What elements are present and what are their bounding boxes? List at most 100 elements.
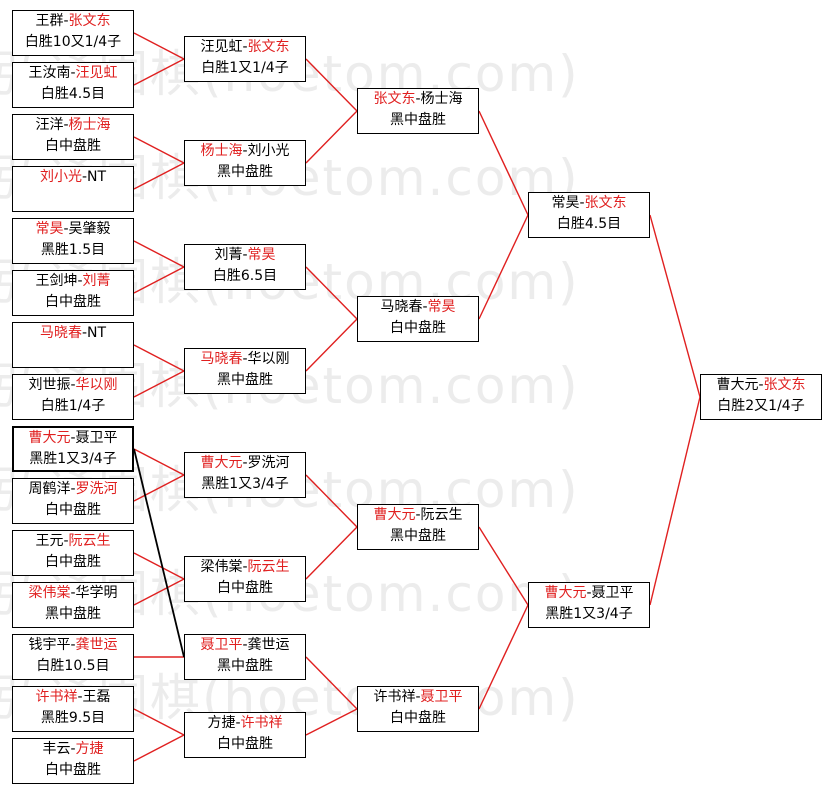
player-2: 张文东 (763, 377, 806, 393)
connector-line (133, 370, 185, 398)
connector-line (133, 162, 185, 190)
match-box: 许书祥-聂卫平 白中盘胜 (357, 686, 479, 732)
connector-line (133, 448, 185, 476)
match-result: 白胜10又1/4子 (24, 34, 122, 50)
player-2: 华以刚 (247, 351, 290, 367)
match-result: 黑中盘胜 (390, 112, 446, 128)
player-1: 汪洋 (35, 117, 64, 133)
player-1: 马晓春 (200, 351, 243, 367)
match-players: 常昊-吴肇毅 (35, 221, 111, 237)
match-players: 马晓春-NT (39, 325, 107, 341)
connector-line (133, 708, 185, 736)
player-2: 阮云生 (247, 559, 290, 575)
match-box: 刘小光-NT (12, 166, 134, 212)
match-players: 梁伟棠-华学明 (28, 585, 118, 601)
player-2: 聂卫平 (75, 430, 118, 446)
player-2: NT (87, 325, 107, 341)
match-players: 聂卫平-龚世运 (200, 637, 290, 653)
match-box: 马晓春-NT (12, 322, 134, 368)
connector-line (133, 58, 185, 86)
player-1: 周鹤洋 (28, 481, 71, 497)
player-1: 王汝南 (28, 65, 71, 81)
match-box: 聂卫平-龚世运 黑中盘胜 (184, 634, 306, 680)
match-players: 许书祥-王磊 (35, 689, 111, 705)
player-2: 罗洗河 (247, 455, 290, 471)
match-box: 王剑坤-刘菁 白中盘胜 (12, 270, 134, 316)
match-result: 白胜6.5目 (212, 268, 278, 284)
match-box: 常昊-张文东 白胜4.5目 (528, 192, 650, 238)
match-box: 马晓春-常昊 白中盘胜 (357, 296, 479, 342)
player-2: NT (87, 169, 107, 185)
player-2: 杨士海 (68, 117, 111, 133)
match-result: 黑胜1又3/4子 (201, 476, 289, 492)
player-2: 许书祥 (240, 715, 283, 731)
connector-line (133, 578, 185, 606)
player-1: 王剑坤 (35, 273, 78, 289)
player-1: 王群 (35, 13, 64, 29)
connector-line (133, 552, 185, 580)
match-players: 刘世振-华以刚 (28, 377, 118, 393)
match-box: 杨士海-刘小光 黑中盘胜 (184, 140, 306, 186)
match-result: 白中盘胜 (217, 736, 273, 752)
connector-line (305, 474, 358, 528)
player-1: 曹大元 (544, 585, 587, 601)
match-box: 曹大元-聂卫平 黑胜1又3/4子 (528, 582, 650, 628)
player-2: 聂卫平 (420, 689, 463, 705)
match-box: 曹大元-罗洗河 黑胜1又3/4子 (184, 452, 306, 498)
match-box: 曹大元-张文东 白胜2又1/4子 (700, 374, 822, 420)
match-players: 曹大元-聂卫平 (544, 585, 634, 601)
match-players: 汪洋-杨士海 (35, 117, 111, 133)
player-1: 梁伟棠 (200, 559, 243, 575)
match-box: 钱宇平-龚世运 白胜10.5目 (12, 634, 134, 680)
match-box: 刘菁-常昊 白胜6.5目 (184, 244, 306, 290)
player-2: 聂卫平 (591, 585, 634, 601)
player-1: 曹大元 (373, 507, 416, 523)
player-1: 汪见虹 (200, 39, 243, 55)
match-result: 白中盘胜 (45, 762, 101, 778)
player-2: 常昊 (427, 299, 456, 315)
match-result: 白胜4.5目 (40, 86, 106, 102)
match-result: 黑胜9.5目 (40, 710, 106, 726)
match-box: 曹大元-阮云生 黑中盘胜 (357, 504, 479, 550)
match-players: 丰云-方捷 (42, 741, 104, 757)
player-2: 张文东 (68, 13, 111, 29)
player-1: 刘世振 (28, 377, 71, 393)
connector-line (133, 734, 185, 762)
match-result: 黑中盘胜 (217, 372, 273, 388)
player-2: 阮云生 (68, 533, 111, 549)
connector-line (133, 266, 185, 294)
player-1: 常昊 (35, 221, 64, 237)
connector-line (133, 448, 185, 658)
match-players: 方捷-许书祥 (207, 715, 283, 731)
connector-line (305, 708, 358, 736)
player-1: 刘菁 (214, 247, 243, 263)
match-box: 马晓春-华以刚 黑中盘胜 (184, 348, 306, 394)
match-result: 白胜4.5目 (556, 216, 622, 232)
player-1: 张文东 (373, 91, 416, 107)
match-players: 曹大元-聂卫平 (28, 430, 118, 446)
player-2: 王磊 (82, 689, 111, 705)
player-1: 许书祥 (373, 689, 416, 705)
match-players: 王剑坤-刘菁 (35, 273, 111, 289)
player-2: 阮云生 (420, 507, 463, 523)
player-2: 刘菁 (82, 273, 111, 289)
player-2: 刘小光 (247, 143, 290, 159)
player-2: 龚世运 (247, 637, 290, 653)
match-result: 白胜1/4子 (40, 398, 106, 414)
match-result: 白中盘胜 (45, 138, 101, 154)
player-1: 梁伟棠 (28, 585, 71, 601)
connector-line (649, 396, 701, 606)
match-players: 常昊-张文东 (551, 195, 627, 211)
connector-line (133, 240, 185, 268)
player-1: 钱宇平 (28, 637, 71, 653)
match-result: 黑胜1.5目 (40, 242, 106, 258)
match-box: 梁伟棠-阮云生 白中盘胜 (184, 556, 306, 602)
match-box: 汪洋-杨士海 白中盘胜 (12, 114, 134, 160)
connector-line (649, 214, 701, 398)
match-result: 黑中盘胜 (217, 658, 273, 674)
match-result: 白中盘胜 (45, 294, 101, 310)
match-box: 王元-阮云生 白中盘胜 (12, 530, 134, 576)
match-box: 许书祥-王磊 黑胜9.5目 (12, 686, 134, 732)
match-players: 刘菁-常昊 (214, 247, 276, 263)
